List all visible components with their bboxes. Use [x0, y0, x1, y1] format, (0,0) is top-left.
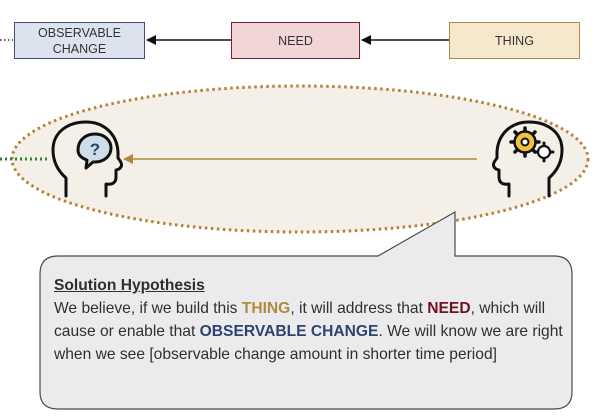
keyword-need: NEED	[427, 300, 471, 317]
head-gears-icon	[492, 120, 564, 198]
question-mark-glyph: ?	[90, 140, 100, 159]
thing-box: THING	[449, 22, 580, 59]
keyword-observable-change: OBSERVABLE CHANGE	[199, 323, 379, 340]
observable-change-box: OBSERVABLE CHANGE	[14, 22, 145, 59]
keyword-thing: THING	[241, 300, 291, 317]
callout-title: Solution Hypothesis	[54, 277, 205, 294]
callout-body: We believe, if we build this THING, it w…	[54, 297, 574, 366]
observable-change-label: OBSERVABLE CHANGE	[38, 25, 121, 56]
need-box: NEED	[231, 22, 360, 59]
callout-text-3: , which will cause or enable that	[54, 300, 546, 340]
callout-text-1: We believe, if we build this	[54, 300, 242, 317]
need-label: NEED	[278, 33, 313, 48]
head-question-icon: ?	[51, 120, 123, 198]
solution-hypothesis-text: Solution Hypothesis We believe, if we bu…	[54, 274, 574, 366]
thing-label: THING	[495, 33, 534, 48]
callout-text-4: . We will know we are right when we see …	[54, 323, 563, 363]
callout-text-2: , it will address that	[290, 300, 428, 317]
